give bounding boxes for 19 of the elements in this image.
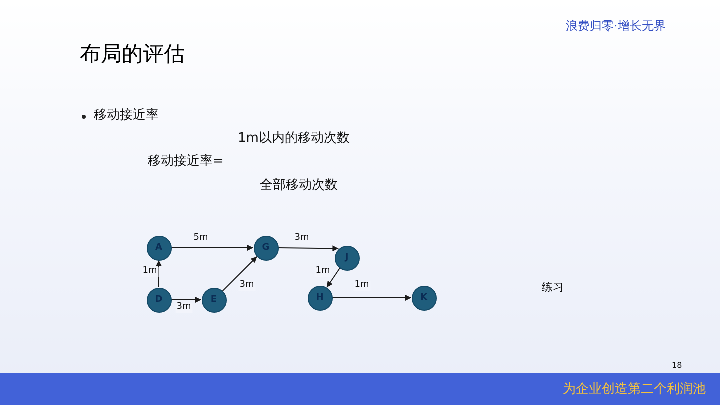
arrow	[326, 268, 340, 288]
exercise-label: 练习	[542, 282, 564, 295]
page-number: 18	[672, 361, 682, 370]
edge-label: 1m	[354, 281, 370, 291]
arrow	[222, 256, 258, 292]
formula-label: 移动接近率=	[148, 155, 224, 170]
slogan-text: 浪费归零·增长无界	[566, 20, 666, 34]
arrow	[171, 245, 254, 251]
slide-title: 布局的评估	[80, 42, 185, 66]
arrow	[278, 246, 340, 252]
footer-banner: 为企业创造第二个利润池	[0, 373, 720, 405]
arrow	[171, 297, 202, 303]
list-item: 移动接近率	[94, 109, 159, 124]
formula-numerator: 1m以内的移动次数	[238, 132, 350, 147]
arrow	[156, 260, 162, 288]
formula-denominator: 全部移动次数	[260, 179, 338, 194]
edge-label: 3m	[176, 303, 192, 313]
arrow	[332, 295, 412, 301]
edge-label: 3m	[238, 281, 256, 291]
